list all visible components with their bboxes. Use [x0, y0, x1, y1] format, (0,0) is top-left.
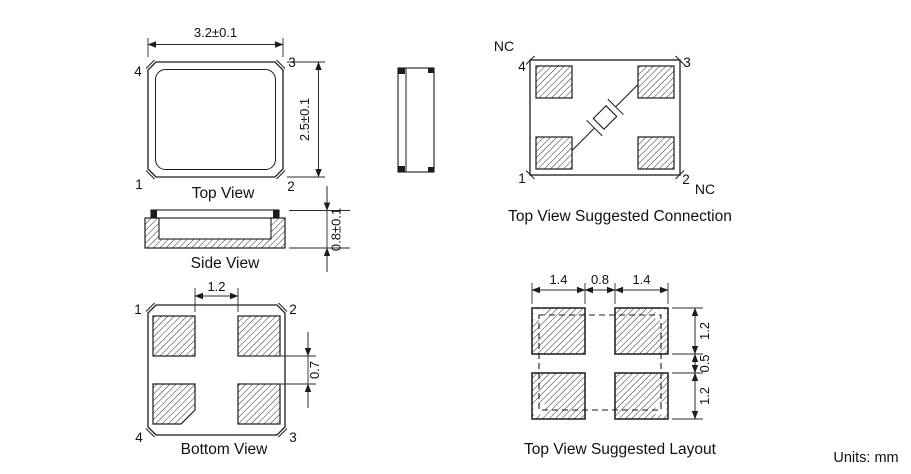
- layout-pad-top-left: [531, 307, 586, 355]
- connection-pin3-label: 3: [683, 55, 691, 70]
- layout-dim-right-bottom-label: 1.2: [697, 387, 712, 405]
- side-view-height-dim-label: 0.8±0.1: [329, 208, 344, 251]
- connection-corner-marks: [525, 55, 685, 180]
- top-view-figure: 3.2±0.1 2.5±0.1 4 3 1 2 Top View: [134, 25, 325, 202]
- layout-right-dimensions: 1.2 0.5 1.2: [672, 307, 712, 420]
- bottom-view-row-gap-dimension: 0.7: [246, 332, 322, 408]
- bottom-view-pin1-label: 1: [134, 302, 142, 317]
- layout-view-figure: 1.4 0.8 1.4 1.2 0.5 1.2 Top View Suggest…: [524, 272, 717, 458]
- bottom-view-pad-span-dimension: 1.2: [194, 279, 239, 312]
- bottom-view-pin3-label: 3: [289, 430, 297, 445]
- package-end-profile-figure: [397, 67, 435, 173]
- bottom-view-pad-span-label: 1.2: [207, 279, 225, 294]
- layout-dim-right-top-label: 1.2: [697, 322, 712, 340]
- top-view-corner-marks: [145, 59, 286, 180]
- crystal-symbol: [572, 84, 638, 151]
- top-view-package-outline: [147, 61, 284, 178]
- bottom-view-caption: Bottom View: [181, 441, 269, 458]
- connection-pad-2: [637, 136, 675, 170]
- side-view-lid: [150, 209, 280, 219]
- bottom-view-pin2-label: 2: [289, 302, 297, 317]
- connection-nc-top-label: NC: [494, 38, 514, 54]
- connection-pin2-label: 2: [682, 172, 690, 187]
- top-view-inner-cavity-outline: [155, 69, 276, 170]
- layout-top-dimensions: 1.4 0.8 1.4: [531, 272, 669, 304]
- bottom-pad-2: [237, 315, 281, 357]
- connection-pad-4: [535, 65, 573, 99]
- side-view-height-dimension: 0.8±0.1: [289, 186, 350, 272]
- bottom-pad-4: [152, 383, 196, 425]
- top-view-height-dimension: 2.5±0.1: [287, 61, 325, 178]
- connection-view-caption: Top View Suggested Connection: [508, 208, 732, 225]
- connection-package-outline: [529, 59, 681, 176]
- bottom-view-pin4-label: 4: [135, 430, 143, 445]
- layout-dim-top-left-label: 1.4: [549, 272, 567, 287]
- top-view-caption: Top View: [192, 185, 255, 202]
- top-view-pin2-label: 2: [287, 179, 295, 194]
- side-view-figure: 0.8±0.1 Side View: [144, 186, 350, 272]
- top-view-width-dim-label: 3.2±0.1: [194, 25, 237, 40]
- connection-view-figure: NC 4 3 1 2 NC Top View Suggested Connect…: [494, 38, 732, 225]
- connection-pad-3: [637, 65, 675, 99]
- top-view-pin1-label: 1: [135, 177, 143, 192]
- connection-pad-1: [535, 136, 573, 170]
- bottom-pad-3: [237, 383, 281, 425]
- end-profile-outline: [397, 67, 435, 173]
- layout-package-outline-dashed: [538, 314, 662, 411]
- bottom-view-package-outline: [147, 304, 286, 436]
- bottom-view-corner-marks: [145, 302, 288, 438]
- layout-dim-right-mid-label: 0.5: [697, 354, 712, 372]
- connection-pin4-label: 4: [518, 59, 526, 74]
- layout-pad-top-right: [614, 307, 669, 355]
- connection-pin1-label: 1: [518, 171, 526, 186]
- side-view-caption: Side View: [191, 255, 260, 272]
- layout-dim-top-mid-label: 0.8: [591, 272, 609, 287]
- top-view-pin3-label: 3: [288, 55, 296, 70]
- bottom-view-row-gap-label: 0.7: [307, 361, 322, 379]
- bottom-pad-1: [152, 315, 196, 357]
- bottom-view-figure: 1.2 0.7 1 2 4 3 Bottom View: [134, 279, 322, 458]
- top-view-height-dim-label: 2.5±0.1: [297, 98, 312, 141]
- top-view-pin4-label: 4: [134, 64, 142, 79]
- connection-nc-bottom-label: NC: [695, 181, 715, 197]
- layout-view-caption: Top View Suggested Layout: [524, 441, 717, 458]
- side-view-cavity: [158, 217, 272, 240]
- layout-dim-top-right-label: 1.4: [632, 272, 650, 287]
- units-label: Units: mm: [833, 450, 898, 466]
- top-view-width-dimension: 3.2±0.1: [147, 25, 284, 57]
